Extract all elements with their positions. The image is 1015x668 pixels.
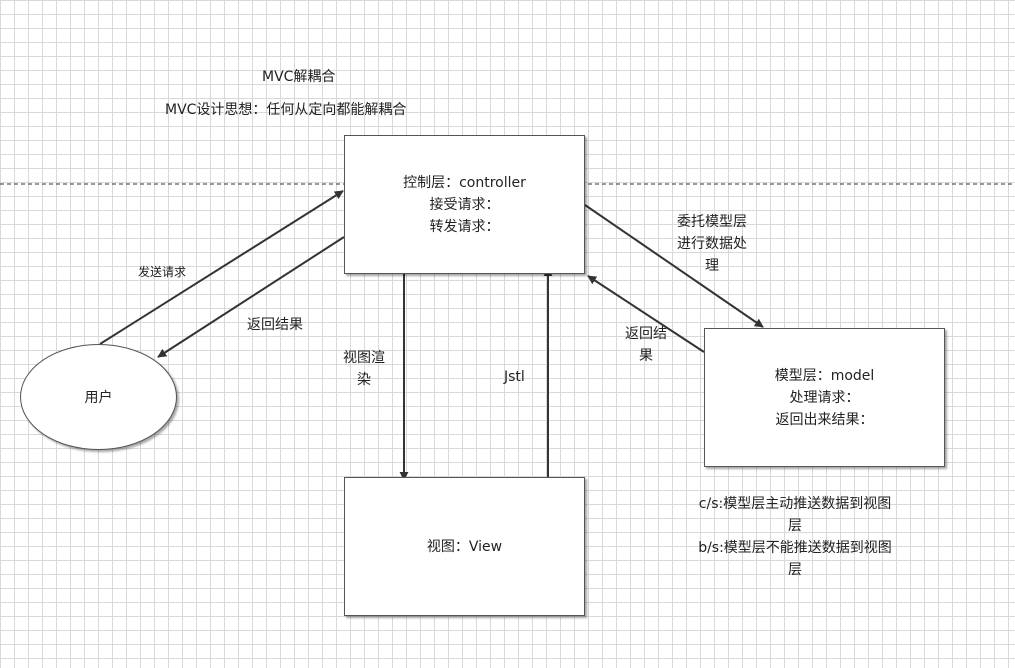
- user-label: 用户: [84, 390, 113, 406]
- model-line-return: 返回出来结果：: [775, 411, 874, 428]
- edge-label-delegate-model: 委托模型层 进行数据处 理: [666, 211, 758, 277]
- user-node: 用户: [20, 344, 177, 450]
- edge-label-view-render: 视图渲 染: [334, 347, 394, 391]
- note-bs: b/s:模型层不能推送数据到视图 层: [672, 537, 918, 581]
- delegate-model-line-1: 委托模型层: [677, 214, 747, 230]
- model-box: 模型层：model 处理请求： 返回出来结果：: [704, 328, 945, 467]
- diagram-subtitle: MVC设计思想：任何从定向都能解耦合: [165, 102, 407, 118]
- arrow-controller-to-user: [157, 236, 345, 358]
- note-bs-line-1: b/s:模型层不能推送数据到视图: [698, 540, 892, 556]
- controller-line-forward: 转发请求：: [429, 218, 500, 235]
- diagram-title: MVC解耦合: [262, 69, 336, 85]
- edge-label-send-request: 发送请求: [138, 265, 187, 279]
- note-cs-line-2: 层: [788, 518, 802, 534]
- return-result-model-line-1: 返回结: [625, 326, 667, 342]
- arrow-model-to-controller: [587, 275, 705, 353]
- return-result-model-line-2: 果: [639, 348, 653, 364]
- delegate-model-line-2: 进行数据处: [677, 236, 747, 252]
- view-render-line-1: 视图渲: [343, 350, 385, 366]
- note-cs: c/s:模型层主动推送数据到视图 层: [672, 493, 918, 537]
- model-title: 模型层：model: [774, 367, 875, 384]
- edge-label-return-result-model: 返回结 果: [616, 323, 676, 367]
- view-box: 视图：View: [344, 477, 585, 616]
- view-render-line-2: 染: [357, 372, 371, 388]
- controller-line-receive: 接受请求：: [429, 196, 500, 213]
- arrow-user-to-controller: [99, 190, 344, 345]
- edge-label-return-result-user: 返回结果: [247, 317, 303, 333]
- model-line-process: 处理请求：: [789, 389, 860, 406]
- view-title: 视图：View: [426, 538, 503, 555]
- controller-box: 控制层：controller 接受请求： 转发请求：: [344, 135, 585, 274]
- note-bs-line-2: 层: [788, 562, 802, 578]
- arrow-controller-to-model: [584, 204, 764, 328]
- edge-label-jstl: Jstl: [504, 369, 525, 385]
- note-cs-line-1: c/s:模型层主动推送数据到视图: [698, 496, 892, 512]
- delegate-model-line-3: 理: [705, 258, 719, 274]
- controller-title: 控制层：controller: [403, 174, 526, 191]
